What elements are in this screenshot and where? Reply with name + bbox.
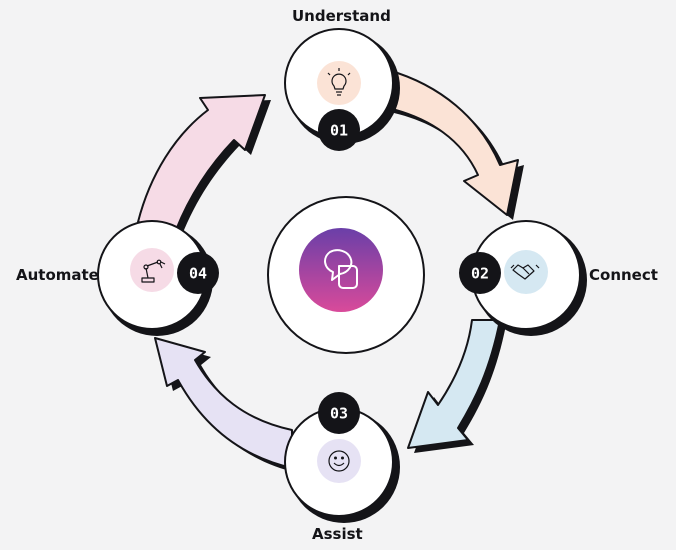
assist-step-number: 03	[330, 405, 348, 423]
center-gradient-disc	[299, 228, 383, 312]
connect-icon-bg	[504, 250, 548, 294]
assist-label: Assist	[312, 525, 363, 543]
step-node-understand: 01	[284, 28, 400, 151]
step-node-assist: 03	[284, 392, 400, 523]
automate-step-number: 04	[189, 265, 207, 283]
center-node	[267, 196, 425, 354]
automate-icon-bg	[130, 248, 174, 292]
connect-label: Connect	[589, 266, 658, 284]
arrow-understand-to-connect	[387, 69, 524, 220]
arrow-assist-to-automate	[154, 337, 298, 473]
understand-label: Understand	[292, 7, 391, 25]
assist-icon-bg	[317, 439, 361, 483]
step-node-connect: 02	[459, 220, 587, 336]
arrow-automate-to-understand	[137, 94, 271, 235]
assist-number-badge	[318, 392, 360, 434]
connect-number-badge	[459, 252, 501, 294]
automate-number-badge	[177, 252, 219, 294]
understand-icon-bg	[317, 61, 361, 105]
automate-label: Automate	[16, 266, 99, 284]
arrow-connect-to-assist	[407, 319, 506, 453]
understand-number-badge	[318, 109, 360, 151]
handshake-icon	[510, 264, 540, 280]
robot-arm-icon	[141, 259, 166, 283]
connect-step-number: 02	[471, 265, 489, 283]
lightbulb-icon	[327, 68, 351, 96]
step-node-automate: 04	[97, 220, 219, 336]
chat-bubbles-icon	[324, 249, 358, 289]
understand-step-number: 01	[330, 122, 348, 140]
smiley-icon	[328, 450, 350, 472]
